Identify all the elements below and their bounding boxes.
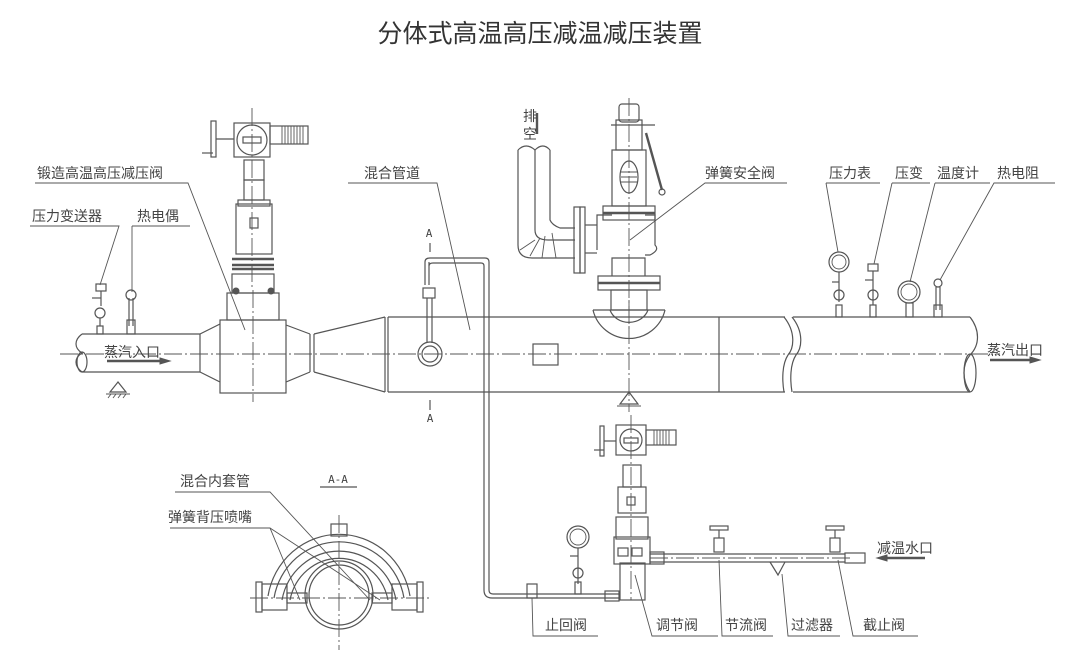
main-steam-pipe	[60, 290, 1000, 402]
label-thermocouple: 热电偶	[137, 209, 179, 225]
thermometer-outlet	[897, 280, 921, 318]
leader-lines	[30, 182, 1055, 637]
forged-pressure-reducing-valve	[202, 108, 309, 321]
label-exhaust-2: 空	[523, 127, 537, 143]
steam-outlet-arrow	[990, 356, 1042, 364]
pressure-gauge-outlet	[828, 251, 850, 318]
section-mark-bottom: A	[427, 412, 434, 425]
spring-safety-valve	[592, 98, 666, 340]
label-mixing-inner-sleeve: 混合内套管	[180, 474, 250, 490]
label-shutoff-valve: 截止阀	[863, 618, 905, 634]
label-throttle-valve: 节流阀	[725, 618, 767, 634]
label-pressure-gauge: 压力表	[829, 166, 871, 182]
label-cooling-water-inlet: 减温水口	[877, 541, 933, 557]
diagram-title: 分体式高温高压减温减压装置	[377, 19, 702, 48]
label-steam-inlet: 蒸汽入口	[104, 345, 160, 361]
section-mark-top: A	[426, 227, 433, 240]
label-thermal-resistor: 热电阻	[997, 166, 1039, 182]
label-filter: 过滤器	[791, 618, 833, 634]
pipe-support-left	[106, 381, 130, 399]
steam-inlet-arrow	[107, 357, 172, 365]
section-a-a-view: A-A	[250, 473, 430, 650]
label-mixing-pipe: 混合管道	[364, 166, 420, 182]
cooling-water-arrow	[875, 554, 925, 562]
label-check-valve: 止回阀	[545, 618, 587, 634]
section-title: A-A	[328, 473, 348, 486]
label-steam-outlet: 蒸汽出口	[987, 343, 1043, 359]
label-exhaust-1: 排	[523, 109, 537, 125]
pressure-transducer-outlet	[865, 263, 879, 318]
thermal-resistor-outlet	[933, 278, 943, 318]
water-supply-line	[649, 525, 866, 577]
label-forged-valve: 锻造高温高压减压阀	[37, 165, 163, 182]
regulating-valve	[594, 415, 677, 601]
exhaust-pipe	[517, 113, 597, 274]
thermocouple-inlet	[125, 289, 137, 335]
label-regulating-valve: 调节阀	[656, 618, 698, 634]
pressure-transmitter-inlet	[92, 283, 107, 335]
pressure-gauge-water-line	[566, 525, 590, 595]
label-pressure-transducer: 压变	[895, 166, 923, 182]
cooling-water-loop	[417, 257, 620, 602]
label-spring-nozzle: 弹簧背压喷嘴	[168, 510, 252, 526]
label-pressure-transmitter: 压力变送器	[32, 209, 102, 225]
section-marks: A A	[426, 227, 434, 425]
label-thermometer: 温度计	[937, 166, 979, 182]
label-safety-valve: 弹簧安全阀	[705, 165, 775, 182]
pipe-support-middle	[617, 300, 641, 412]
